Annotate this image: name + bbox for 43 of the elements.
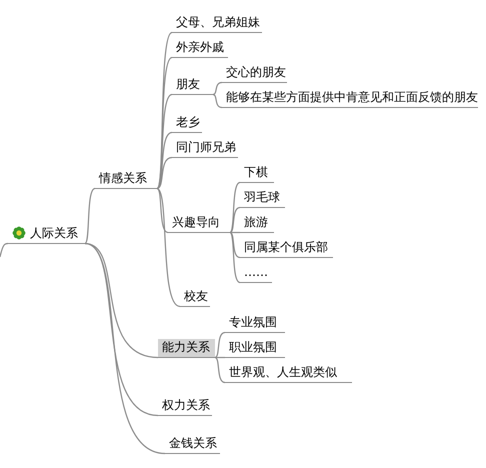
topic-label: 能够在某些方面提供中肯意见和正面反馈的朋友 bbox=[222, 89, 478, 108]
branch-line bbox=[84, 242, 166, 454]
branch-line bbox=[214, 332, 226, 358]
topic-label: …… bbox=[240, 264, 272, 283]
topic-label: 权力关系 bbox=[158, 397, 212, 416]
topic-label: 同门师兄弟 bbox=[172, 139, 238, 158]
topic-label: 下棋 bbox=[240, 164, 274, 183]
branch-line bbox=[215, 356, 225, 358]
topic-label: 朋友 bbox=[172, 76, 213, 95]
branch-line bbox=[212, 82, 222, 96]
topic-label: 同属某个俱乐部 bbox=[240, 239, 333, 258]
branch-line bbox=[156, 188, 180, 308]
topic-label: 旅游 bbox=[240, 214, 274, 233]
branch-line bbox=[212, 94, 222, 108]
branch-line bbox=[156, 57, 172, 189]
topic-label: 人际关系 bbox=[30, 226, 78, 240]
topic-label: 金钱关系 bbox=[165, 435, 220, 454]
branch-line bbox=[230, 232, 240, 284]
topic-label: 世界观、人生观类似 bbox=[225, 364, 352, 383]
topic-label: 职业氛围 bbox=[225, 339, 285, 358]
branch-line bbox=[0, 242, 8, 258]
branch-line bbox=[156, 94, 172, 189]
branch-line bbox=[230, 182, 240, 233]
topic-label: 父母、兄弟姐妹 bbox=[172, 14, 262, 33]
branch-line bbox=[230, 206, 240, 234]
topic-underline bbox=[8, 225, 85, 244]
topic-label: 情感关系 bbox=[95, 170, 157, 189]
topic-label: 兴趣导向 bbox=[168, 214, 230, 233]
topic-label: 老乡 bbox=[172, 114, 202, 133]
branch-line bbox=[230, 232, 240, 234]
branch-line bbox=[156, 132, 172, 189]
branch-line bbox=[156, 32, 172, 189]
topic-label: 专业氛围 bbox=[225, 314, 285, 333]
topic-label: 羽毛球 bbox=[240, 189, 285, 208]
topic-label: 校友 bbox=[180, 288, 210, 307]
branch-line bbox=[84, 188, 96, 244]
branch-line bbox=[156, 156, 172, 190]
topic-label: 交心的朋友 bbox=[222, 64, 287, 83]
branch-line bbox=[214, 356, 226, 384]
branch-line bbox=[230, 232, 240, 258]
branch-line bbox=[156, 188, 168, 234]
topic-label: 外亲外戚 bbox=[172, 39, 228, 58]
selected-topic-label: 能力关系 bbox=[158, 339, 215, 358]
